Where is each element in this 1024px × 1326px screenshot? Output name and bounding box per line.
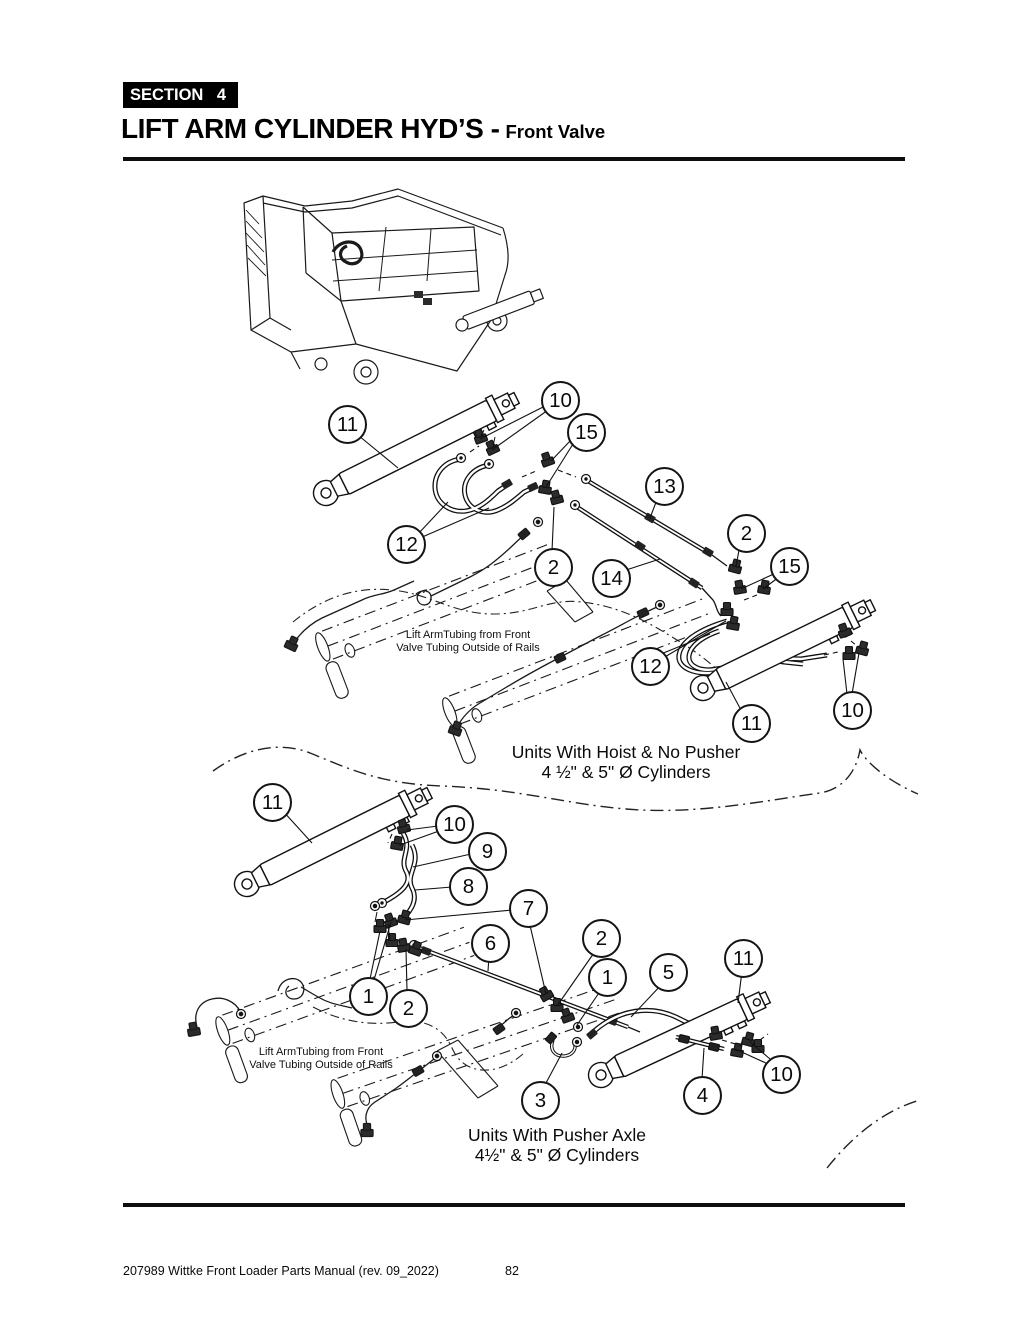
header-rule — [123, 157, 905, 161]
callout-6: 6 — [471, 924, 510, 963]
callout-10: 10 — [435, 805, 474, 844]
callout-10: 10 — [541, 381, 580, 420]
footer-rule — [123, 1203, 905, 1207]
diagram1-caption-line2: 4 ½" & 5" Ø Cylinders — [541, 761, 711, 782]
diagram2-note-line2: Valve Tubing Outside of Rails — [249, 1059, 393, 1071]
footer-page-number: 82 — [505, 1264, 519, 1278]
callout-3: 3 — [521, 1081, 560, 1120]
callout-9: 9 — [468, 832, 507, 871]
callout-12: 12 — [387, 525, 426, 564]
callout-1: 1 — [349, 977, 388, 1016]
frame-rails — [215, 543, 714, 1147]
callout-11: 11 — [328, 405, 367, 444]
rail-tubing — [185, 516, 666, 1138]
callout-15: 15 — [770, 547, 809, 586]
fittings — [369, 427, 871, 1059]
page-title-main: LIFT ARM CYLINDER HYD’S - — [121, 113, 500, 144]
diagram2-note: Lift ArmTubing from Front Valve Tubing O… — [249, 1046, 392, 1072]
leader-lines — [281, 404, 860, 1084]
diagram2-caption-line1: Units With Pusher Axle — [468, 1125, 646, 1145]
page-title: LIFT ARM CYLINDER HYD’S -Front Valve — [121, 113, 605, 145]
callout-12: 12 — [631, 647, 670, 686]
callout-7: 7 — [509, 889, 548, 928]
truck-illustration — [243, 188, 544, 385]
callout-13: 13 — [645, 467, 684, 506]
cylinder-d1-left — [312, 391, 521, 507]
callout-14: 14 — [592, 559, 631, 598]
callout-2: 2 — [582, 919, 621, 958]
diagram2-caption: Units With Pusher Axle 4½" & 5" Ø Cylind… — [468, 1125, 646, 1165]
callout-10: 10 — [833, 691, 872, 730]
diagram1-note-line2: Valve Tubing Outside of Rails — [396, 642, 540, 654]
callout-5: 5 — [649, 953, 688, 992]
callout-11: 11 — [253, 783, 292, 822]
callout-4: 4 — [683, 1076, 722, 1115]
callout-15: 15 — [567, 413, 606, 452]
rail-d2-left — [215, 926, 475, 1084]
callout-10: 10 — [762, 1055, 801, 1094]
footer-text: 207989 Wittke Front Loader Parts Manual … — [123, 1264, 439, 1278]
callout-2: 2 — [389, 989, 428, 1028]
callout-1: 1 — [588, 958, 627, 997]
section-badge: SECTION 4 — [123, 82, 239, 108]
page-title-sub: Front Valve — [505, 121, 606, 142]
diagram1-caption-line1: Units With Hoist & No Pusher — [511, 742, 741, 762]
diagram2-note-line1: Lift ArmTubing from Front — [258, 1046, 384, 1058]
callout-11: 11 — [732, 704, 771, 743]
diagram1-note-line1: Lift ArmTubing from Front — [405, 629, 531, 641]
boundary-curves — [212, 588, 921, 1169]
diagram2-caption-line2: 4½" & 5" Ø Cylinders — [474, 1144, 640, 1165]
callout-2: 2 — [534, 548, 573, 587]
diagram1-note: Lift ArmTubing from Front Valve Tubing O… — [396, 629, 539, 655]
diagram1-caption: Units With Hoist & No Pusher 4 ½" & 5" Ø… — [511, 742, 741, 782]
callout-11: 11 — [724, 939, 763, 978]
cylinder-d2-left — [233, 786, 434, 898]
callout-8: 8 — [449, 867, 488, 906]
rail-d1-left — [315, 543, 559, 699]
callout-2: 2 — [727, 514, 766, 553]
